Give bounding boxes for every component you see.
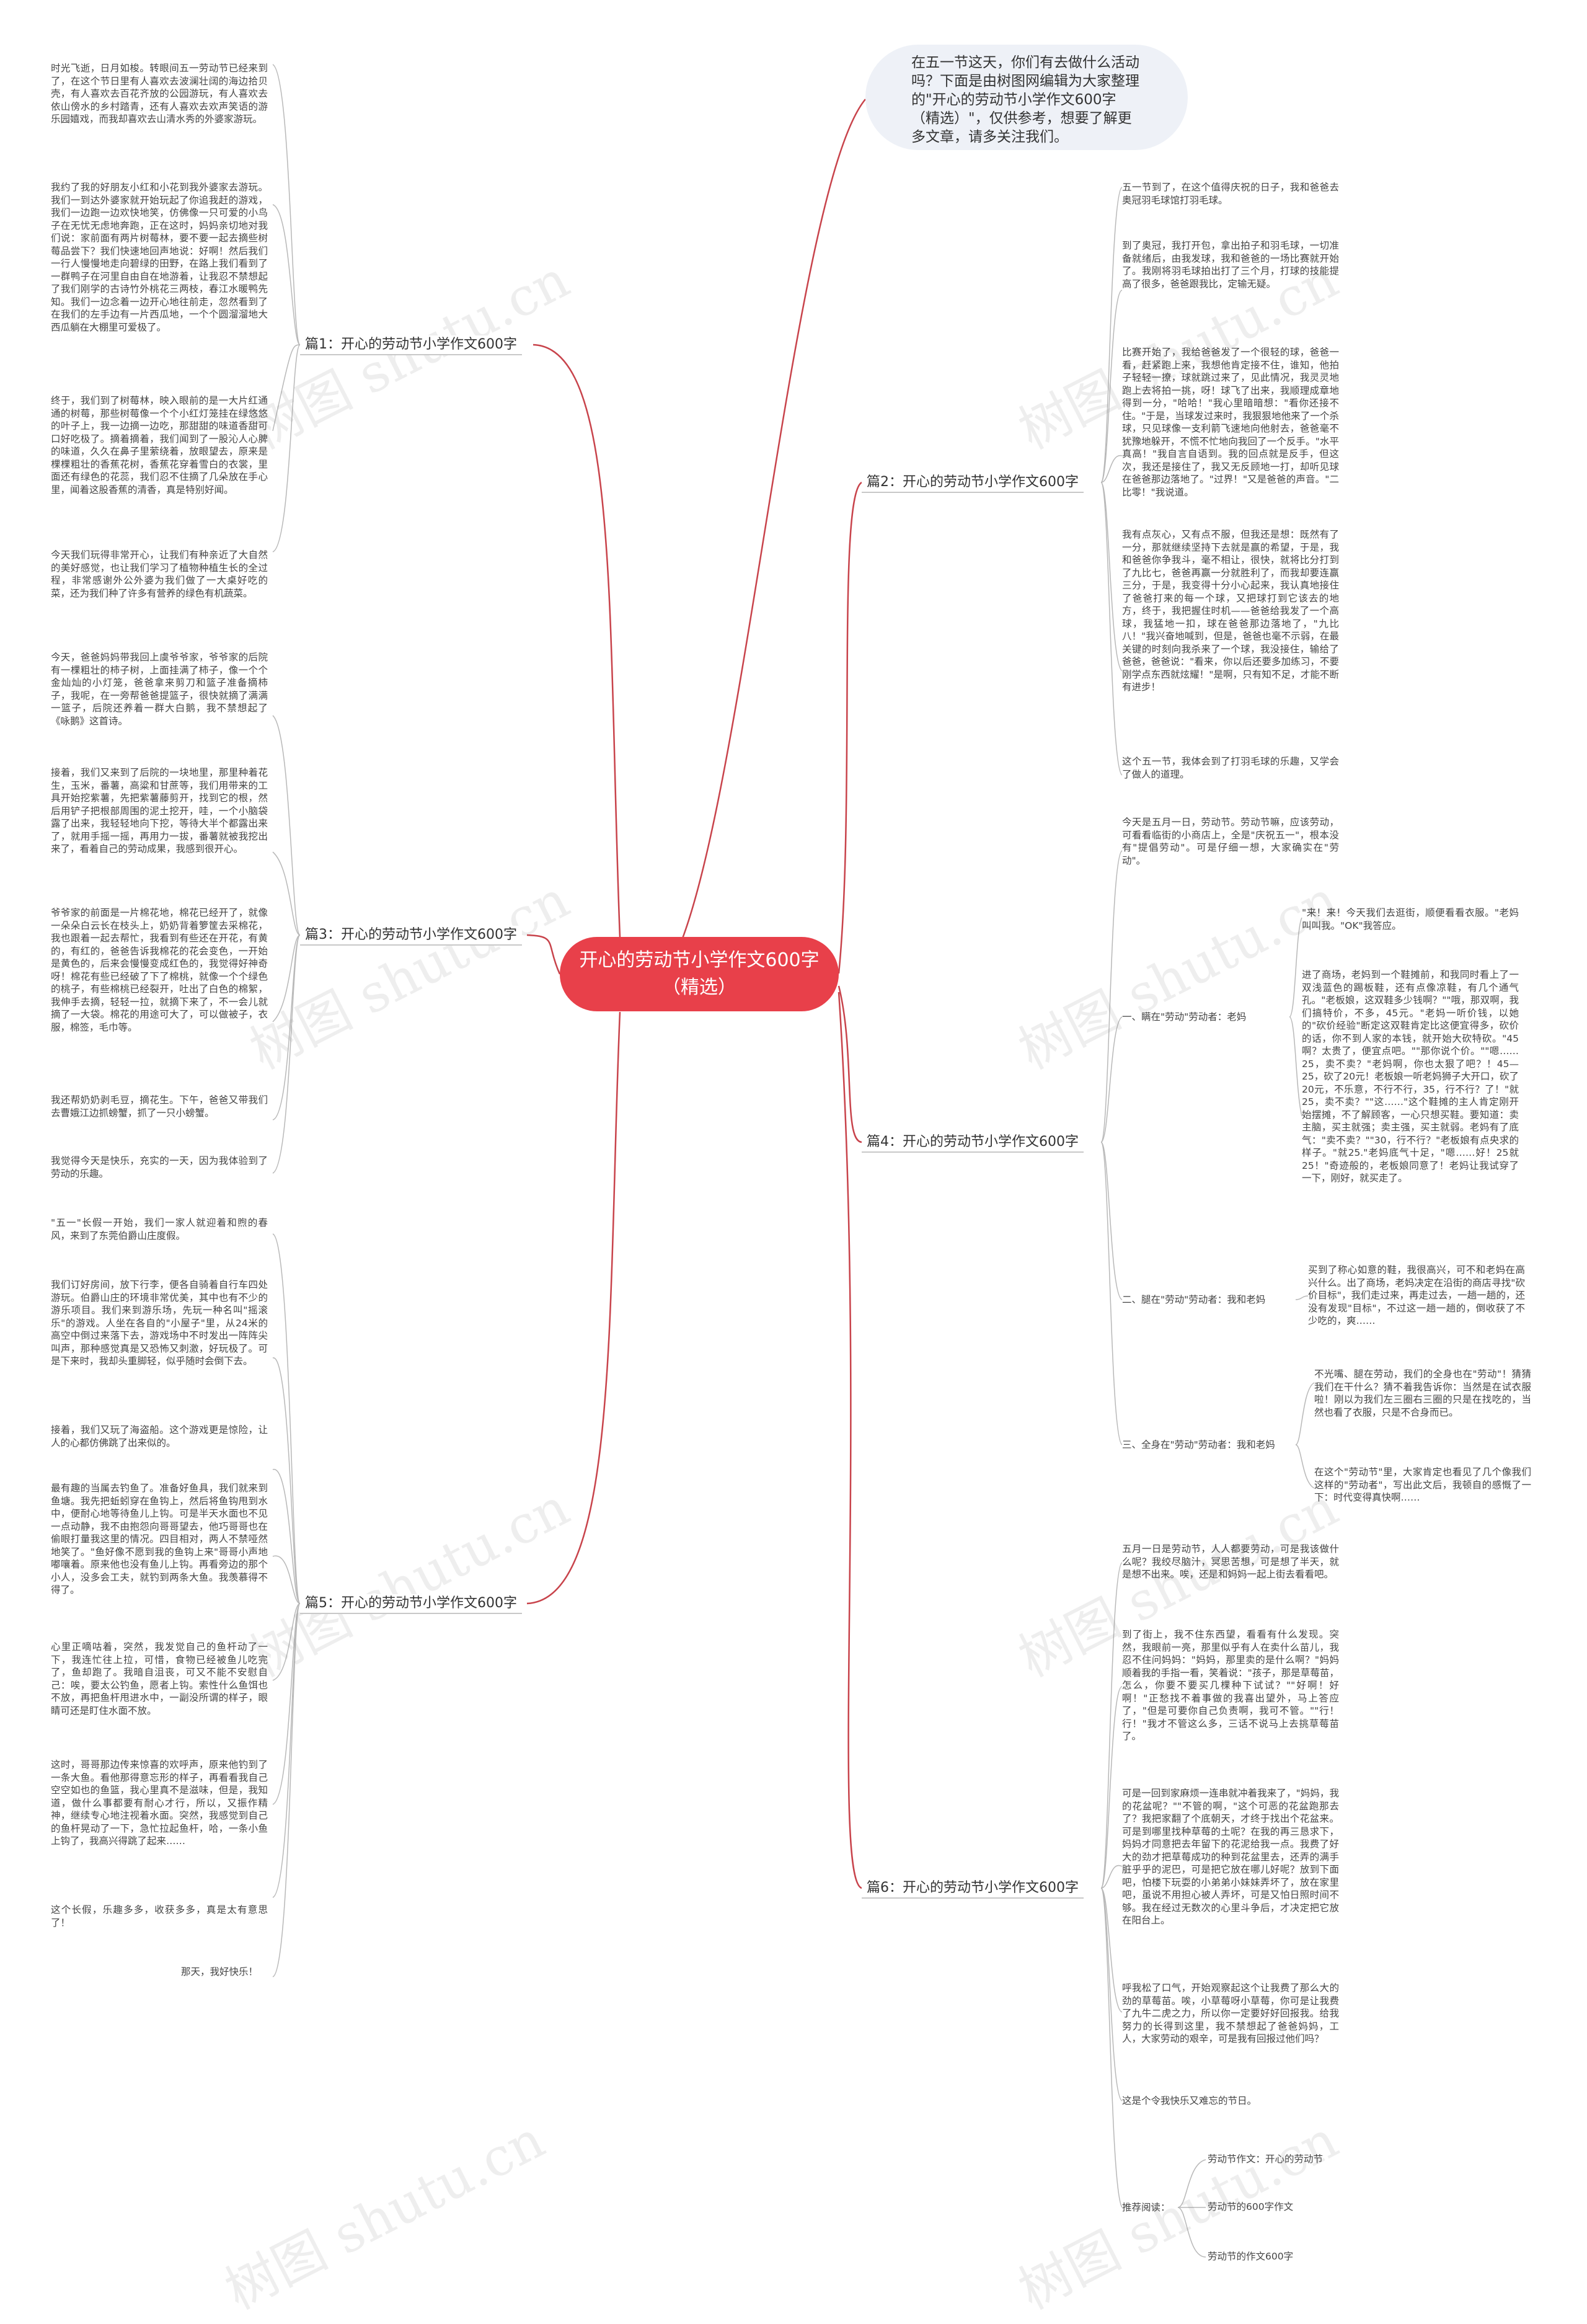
recommended-link[interactable]: 劳动节的作文600字 <box>1208 2251 1294 2262</box>
p3-paragraph: 我还帮奶奶剥毛豆，摘花生。下午，爸爸又带我们去曹娥江边抓螃蟹，抓了一只小螃蟹。 <box>51 1094 268 1119</box>
p5-paragraph: 最有趣的当属去钓鱼了。准备好鱼具，我们就来到鱼塘。我先把蚯蚓穿在鱼钩上，然后将鱼… <box>51 1483 268 1595</box>
p1-paragraph: 今天我们玩得非常开心，让我们有种亲近了大自然的美好感觉，也让我们学习了植物种植生… <box>51 549 268 599</box>
branch-p2[interactable]: 篇2：开心的劳动节小学作文600字 <box>862 473 1084 493</box>
link-p3 <box>526 934 561 975</box>
link-p6 <box>838 991 862 1889</box>
p6-paragraph: 呼我松了口气，开始观察起这个让我费了那么大的劲的草莓苗。唉，小草莓呀小草莓，你可… <box>1122 1982 1339 2044</box>
branch-p1[interactable]: 篇1：开心的劳动节小学作文600字 <box>300 335 522 355</box>
p2-paragraph: 比赛开始了，我给爸爸发了一个很轻的球，爸爸一看，赶紧跑上来，我想他肯定接不住，谁… <box>1122 347 1339 498</box>
recommended-link[interactable]: 劳动节作文：开心的劳动节 <box>1208 2153 1324 2165</box>
p5-paragraph: 我们订好房间，放下行李，便各自骑着自行车四处游玩。伯爵山庄的环境非常优美，其中也… <box>51 1279 268 1367</box>
p1-paragraph: 我约了我的好朋友小红和小花到我外婆家去游玩。我们一到达外婆家就开始玩起了你追我赶… <box>51 182 268 333</box>
p3-paragraph: 爷爷家的前面是一片棉花地，棉花已经开了，就像一朵朵白云长在枝头上，奶奶背着箩筐去… <box>51 907 268 1033</box>
p1-paragraph: 终于，我们到了树莓林，映入眼前的是一大片红通通的树莓，那些树莓像一个个小红灯笼挂… <box>51 395 268 495</box>
p5-paragraph: 那天，我好快乐！ <box>181 1966 259 1977</box>
p4-sub-2[interactable]: 二、腿在"劳动"劳动者：我和老妈 <box>1122 1294 1266 1305</box>
root-topic[interactable]: 开心的劳动节小学作文600字（精选） <box>560 937 839 1011</box>
p4-sub-3-paragraph: 不光嘴、腿在劳动，我们的全身也在"劳动"！猜猜我们在干什么？猜不着我告诉你：当然… <box>1314 1368 1531 1418</box>
link-p5 <box>526 1011 621 1605</box>
link-p1 <box>533 344 621 938</box>
p3-paragraph: 接着，我们又来到了后院的一块地里，那里种着花生，玉米，番薯，高粱和甘蔗等，我们用… <box>51 767 268 854</box>
p5-paragraph: 接着，我们又玩了海盗船。这个游戏更是惊险，让人的心都仿佛跳了出来似的。 <box>51 1424 268 1448</box>
p4-sub-1-paragraph: "来！来！今天我们去逛街，顺便看看衣服。"老妈叫叫我。"OK"我答应。 <box>1302 907 1519 931</box>
recommended-reading-label: 推荐阅读： <box>1122 2202 1170 2213</box>
p3-paragraph: 今天，爸爸妈妈带我回上虞爷爷家，爷爷家的后院有一棵粗壮的柿子树，上面挂满了柿子，… <box>51 652 268 727</box>
p4-intro: 今天是五月一日，劳动节。劳动节嘛，应该劳动，可看看临街的小商店上，全是"庆祝五一… <box>1122 817 1339 866</box>
p4-sub-3[interactable]: 三、全身在"劳动"劳动者：我和老妈 <box>1122 1439 1275 1450</box>
p2-paragraph: 五一节到了，在这个值得庆祝的日子，我和爸爸去奥冠羽毛球馆打羽毛球。 <box>1122 182 1339 206</box>
p2-paragraph: 我有点灰心，又有点不服，但我还是想：既然有了一分，那就继续坚持下去就是赢的希望，… <box>1122 529 1339 693</box>
p2-paragraph: 到了奥冠，我打开包，拿出拍子和羽毛球，一切准备就绪后，由我发球，我和爸爸的一场比… <box>1122 240 1339 290</box>
link-p4 <box>838 985 862 1143</box>
p5-paragraph: 这个长假，乐趣多多，收获多多，真是太有意思了！ <box>51 1904 268 1928</box>
recommended-link[interactable]: 劳动节的600字作文 <box>1208 2201 1294 2212</box>
link-intro <box>674 99 866 956</box>
p4-sub-2-paragraph: 买到了称心如意的鞋，我很高兴，可不和老妈在高兴什么。出了商场，老妈决定在沿街的商… <box>1308 1264 1525 1326</box>
branch-p4[interactable]: 篇4：开心的劳动节小学作文600字 <box>862 1133 1084 1153</box>
branch-p6[interactable]: 篇6：开心的劳动节小学作文600字 <box>862 1879 1084 1899</box>
p5-paragraph: "五一"长假一开始，我们一家人就迎着和煦的春风，来到了东莞伯爵山庄度假。 <box>51 1217 268 1241</box>
p2-paragraph: 这个五一节，我体会到了打羽毛球的乐趣，又学会了做人的道理。 <box>1122 756 1339 780</box>
branch-p3[interactable]: 篇3：开心的劳动节小学作文600字 <box>300 926 522 946</box>
branch-p5[interactable]: 篇5：开心的劳动节小学作文600字 <box>300 1594 522 1614</box>
p5-paragraph: 心里正嘀咕着，突然，我发觉自己的鱼杆动了一下，我连忙往上拉，可惜，食物已经被鱼儿… <box>51 1641 268 1716</box>
p3-paragraph: 我觉得今天是快乐，充实的一天，因为我体验到了劳动的乐趣。 <box>51 1155 268 1179</box>
p6-paragraph: 到了街上，我不住东西望，看看有什么发现。突然，我眼前一亮，那里似乎有人在卖什么苗… <box>1122 1629 1339 1742</box>
p6-paragraph: 可是一回到家麻烦一连串就冲着我来了，"妈妈，我的花盆呢？""不管的啊，"这个可恶… <box>1122 1788 1339 1926</box>
p4-sub-3-paragraph: 在这个"劳动节"里，大家肯定也看见了几个像我们这样的"劳动者"，写出此文后，我顿… <box>1314 1466 1531 1503</box>
p6-paragraph: 这是个令我快乐又难忘的节日。 <box>1122 2095 1257 2106</box>
p4-sub-1-paragraph: 进了商场，老妈到一个鞋摊前，和我同时看上了一双浅蓝色的踢板鞋，还有点像凉鞋，有几… <box>1302 969 1519 1184</box>
link-p2 <box>838 481 862 974</box>
p5-paragraph: 这时，哥哥那边传来惊喜的欢呼声，原来他钓到了一条大鱼。看他那得意忘形的样子，再看… <box>51 1759 268 1847</box>
p6-paragraph: 五月一日是劳动节，人人都要劳动，可是我该做什么呢？我绞尽脑汁，冥思苦想，可是想了… <box>1122 1543 1339 1580</box>
p4-sub-1[interactable]: 一、瞒在"劳动"劳动者：老妈 <box>1122 1011 1247 1022</box>
intro-bubble[interactable]: 在五一节这天，你们有去做什么活动吗？下面是由树图网编辑为大家整理的"开心的劳动节… <box>865 45 1188 150</box>
p1-paragraph: 时光飞逝，日月如梭。转眼间五一劳动节已经来到了，在这个节日里有人喜欢去波澜壮阔的… <box>51 63 268 125</box>
